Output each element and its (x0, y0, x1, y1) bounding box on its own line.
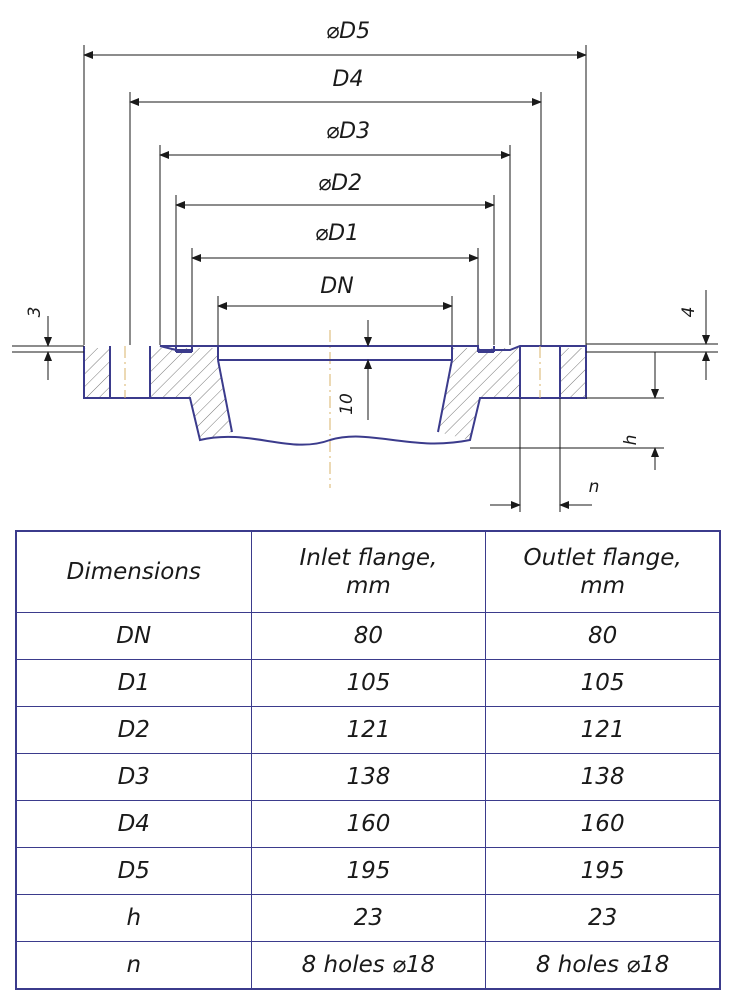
table-row: h 23 23 (15, 894, 721, 942)
inlet-value: 160 (250, 800, 487, 848)
flange-drawing: ⌀D5 D4 ⌀D3 ⌀D2 ⌀D1 DN (12, 19, 718, 512)
label-hole: n (589, 477, 600, 497)
inlet-value: 8 holes ⌀18 (250, 941, 487, 990)
dimension-d4: D4 (129, 67, 542, 106)
inlet-value: 195 (250, 847, 487, 895)
dimension-d5: ⌀D5 (83, 19, 587, 59)
label-d2: ⌀D2 (318, 171, 362, 196)
outlet-value: 195 (485, 847, 721, 895)
row-label: DN (15, 612, 252, 660)
dimension-left-step: 3 (12, 307, 84, 380)
label-dn: DN (320, 274, 353, 299)
dimension-d2: ⌀D2 (175, 171, 495, 209)
table-row: DN 80 80 (15, 612, 721, 660)
inlet-value: 105 (250, 659, 487, 707)
outlet-value: 23 (485, 894, 721, 942)
label-d1: ⌀D1 (315, 221, 359, 246)
row-label: h (15, 894, 252, 942)
row-label: D5 (15, 847, 252, 895)
flange-section (83, 345, 587, 446)
row-label: D1 (15, 659, 252, 707)
label-d3: ⌀D3 (326, 119, 370, 144)
dimension-dn: DN (217, 274, 453, 310)
table-row: D2 121 121 (15, 706, 721, 754)
dimension-right-step: 4 (586, 290, 718, 380)
outlet-value: 121 (485, 706, 721, 754)
dimension-bore-depth: 10 (337, 320, 372, 420)
header-dimensions: Dimensions (15, 530, 252, 613)
label-d5: ⌀D5 (326, 19, 370, 44)
label-height: h (621, 435, 641, 446)
inlet-value: 23 (250, 894, 487, 942)
row-label: D3 (15, 753, 252, 801)
table-row: D3 138 138 (15, 753, 721, 801)
label-bore-depth: 10 (337, 393, 357, 415)
row-label: n (15, 941, 252, 990)
inlet-value: 138 (250, 753, 487, 801)
table-row: D5 195 195 (15, 847, 721, 895)
header-inlet-flange: Inlet flange, mm (250, 530, 487, 613)
inlet-value: 121 (250, 706, 487, 754)
dimension-d1: ⌀D1 (191, 221, 479, 262)
dimensions-table: Dimensions Inlet flange, mm Outlet flang… (15, 530, 721, 990)
row-label: D2 (15, 706, 252, 754)
outlet-value: 105 (485, 659, 721, 707)
label-d4: D4 (333, 67, 364, 92)
label-left-step: 3 (25, 307, 45, 318)
row-label: D4 (15, 800, 252, 848)
outlet-value: 160 (485, 800, 721, 848)
dimension-height: h (470, 352, 664, 470)
inlet-value: 80 (250, 612, 487, 660)
table-header-row: Dimensions Inlet flange, mm Outlet flang… (15, 530, 721, 613)
dimension-hole: n (490, 398, 599, 512)
table-row: D1 105 105 (15, 659, 721, 707)
table-row: D4 160 160 (15, 800, 721, 848)
extension-lines (83, 45, 587, 345)
outlet-value: 138 (485, 753, 721, 801)
table-row: n 8 holes ⌀18 8 holes ⌀18 (15, 941, 721, 990)
dimension-d3: ⌀D3 (159, 119, 511, 159)
outlet-value: 8 holes ⌀18 (485, 941, 721, 990)
header-outlet-flange: Outlet flange, mm (485, 530, 721, 613)
outlet-value: 80 (485, 612, 721, 660)
label-right-step: 4 (679, 307, 699, 318)
